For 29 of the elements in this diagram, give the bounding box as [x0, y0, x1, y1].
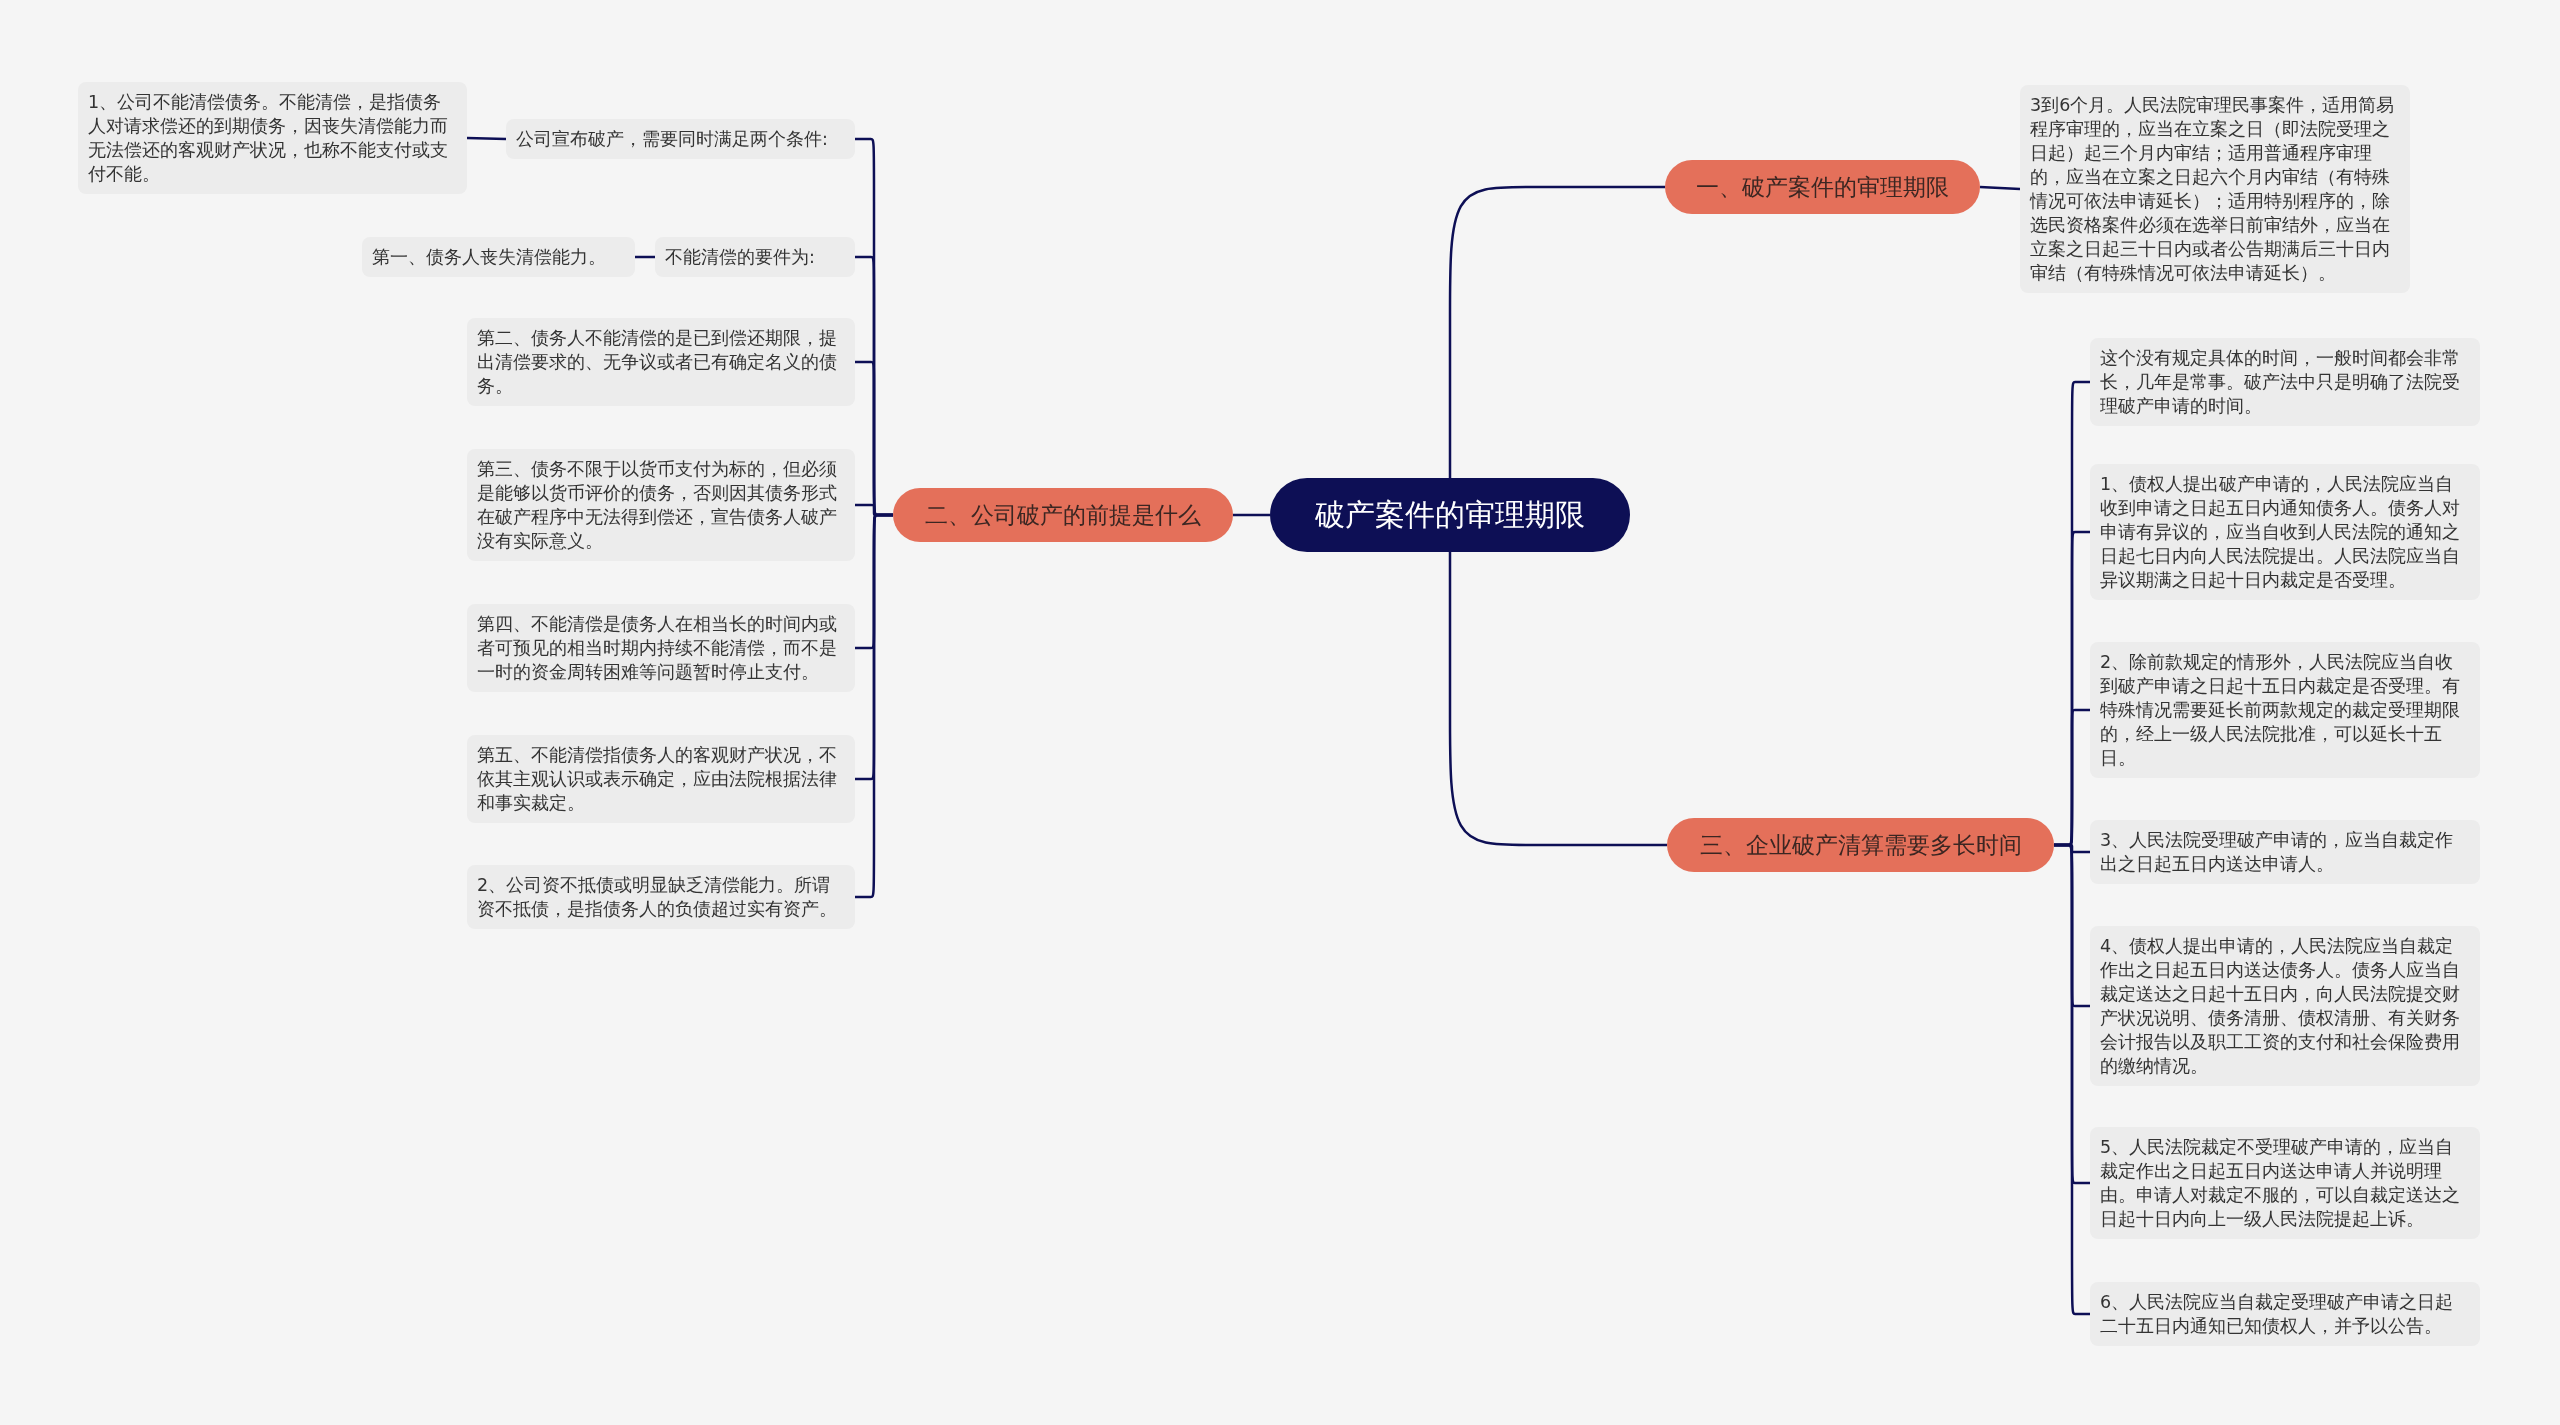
text-card: 第二、债务人不能清偿的是已到偿还期限，提出清偿要求的、无争议或者已有确定名义的债务。	[467, 318, 855, 406]
text-card: 1、公司不能清偿债务。不能清偿，是指债务人对请求偿还的到期债务，因丧失清偿能力而无法偿还的客观财产状况，也称不能支付或支付不能。	[78, 82, 467, 194]
branch-topic: 二、公司破产的前提是什么	[893, 488, 1233, 542]
text-card: 3、人民法院受理破产申请的，应当自裁定作出之日起五日内送达申请人。	[2090, 820, 2480, 884]
branch-topic: 一、破产案件的审理期限	[1665, 160, 1980, 214]
text-card: 4、债权人提出申请的，人民法院应当自裁定作出之日起五日内送达债务人。债务人应当自裁定送达之日起十五日内，向人民法院提交财产状况说明、债务清册、债权清册、有关财务会计报告以及职工工资的支付和社会保险费用的缴纳情况。	[2090, 926, 2480, 1086]
connector-line	[635, 255, 655, 259]
text-card: 1、债权人提出破产申请的，人民法院应当自收到申请之日起五日内通知债务人。债务人对申请有异议的，应当自收到人民法院的通知之日起七日内向人民法院提出。人民法院应当自异议期满之日起十日内裁定是否受理。	[2090, 464, 2480, 600]
text-card: 第四、不能清偿是债务人在相当长的时间内或者可预见的相当时期内持续不能清偿，而不是一时的资金周转困难等问题暂时停止支付。	[467, 604, 855, 692]
connector-line	[1979, 185, 2021, 191]
connector-line	[466, 136, 507, 141]
connector-line	[1448, 552, 1667, 847]
text-card: 第一、债务人丧失清偿能力。	[362, 237, 635, 277]
text-card: 第五、不能清偿指债务人的客观财产状况，不依其主观认识或表示确定，应由法院根据法律和事实裁定。	[467, 735, 855, 823]
text-card: 5、人民法院裁定不受理破产申请的，应当自裁定作出之日起五日内送达申请人并说明理由。申请人对裁定不服的，可以自裁定送达之日起十日内向上一级人民法院提起上诉。	[2090, 1127, 2480, 1239]
text-card: 这个没有规定具体的时间，一般时间都会非常长，几年是常事。破产法中只是明确了法院受理破产申请的时间。	[2090, 338, 2480, 426]
connector-line	[1233, 513, 1270, 517]
text-card: 2、公司资不抵债或明显缺乏清偿能力。所谓资不抵债，是指债务人的负债超过实有资产。	[467, 865, 855, 929]
branch-topic: 三、企业破产清算需要多长时间	[1667, 818, 2054, 872]
text-card: 6、人民法院应当自裁定受理破产申请之日起二十五日内通知已知债权人，并予以公告。	[2090, 1282, 2480, 1346]
text-card: 3到6个月。人民法院审理民事案件，适用简易程序审理的，应当在立案之日（即法院受理之日起）起三个月内审结；适用普通程序审理的，应当在立案之日起六个月内审结（有特殊情况可依法申请延长）；适用特别程序的，除选民资格案件必须在选举日前审结外，应当在立案之日起三十日内或者公告期满后三十日内审结（有特殊情况可依法申请延长）。	[2020, 85, 2410, 293]
text-card: 第三、债务不限于以货币支付为标的，但必须是能够以货币评价的债务，否则因其债务形式在破产程序中无法得到偿还，宣告债务人破产没有实际意义。	[467, 449, 855, 561]
central-topic: 破产案件的审理期限	[1270, 478, 1630, 552]
connector-line	[2054, 843, 2090, 1316]
text-card: 2、除前款规定的情形外，人民法院应当自收到破产申请之日起十五日内裁定是否受理。有特殊情况需要延长前两款规定的裁定受理期限的，经上一级人民法院批准，可以延长十五日。	[2090, 642, 2480, 778]
text-card: 公司宣布破产，需要同时满足两个条件:	[506, 119, 855, 159]
text-card: 不能清偿的要件为:	[655, 237, 855, 277]
connector-line	[1448, 185, 1665, 478]
connector-line	[855, 513, 893, 899]
